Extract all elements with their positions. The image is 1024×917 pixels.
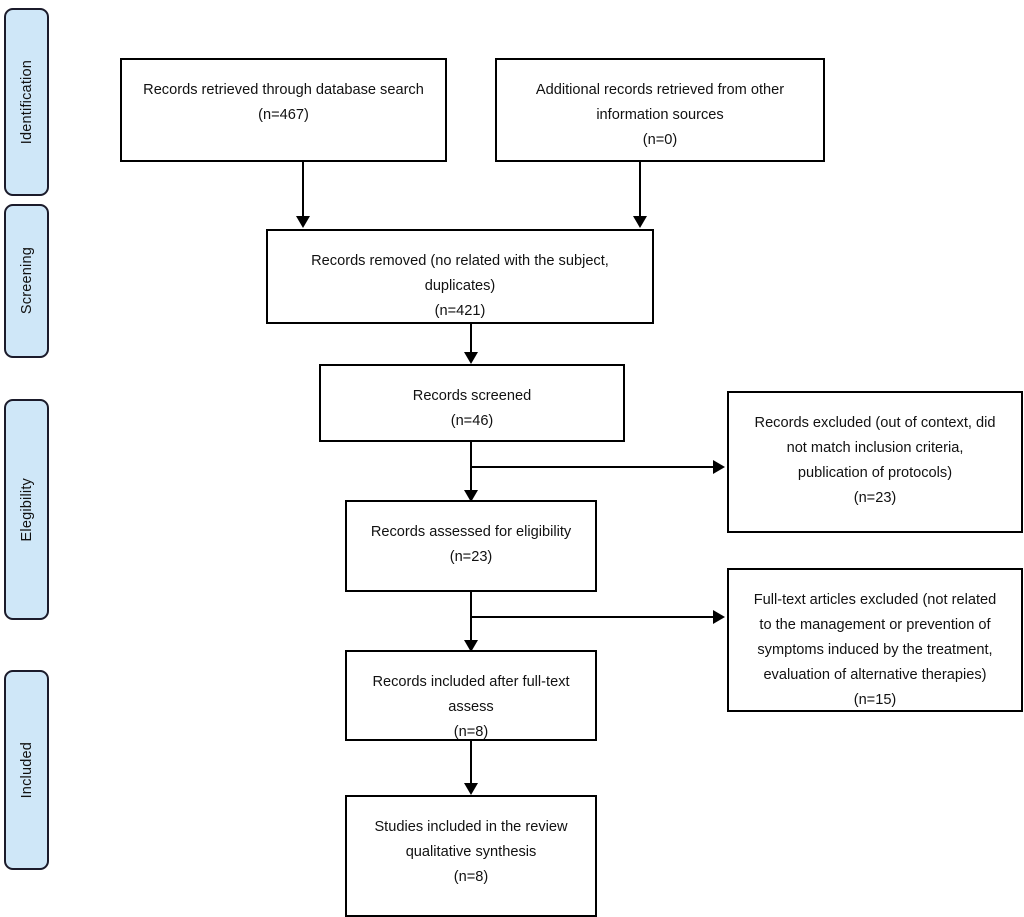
box-line: (n=421) bbox=[434, 303, 486, 320]
phase-identification-label: Identification bbox=[18, 59, 35, 145]
connector-included-to-studies-arrow bbox=[464, 783, 478, 795]
box-line: Records removed (no related with the sub… bbox=[311, 253, 609, 269]
connector-removed-to-screened-line bbox=[470, 322, 472, 354]
box-line: (n=8) bbox=[453, 724, 489, 741]
connector-other-to-removed-line bbox=[639, 160, 641, 218]
box-records-retrieved-database: Records retrieved through database searc… bbox=[120, 58, 447, 162]
box-line: Additional records retrieved from other bbox=[535, 82, 785, 98]
phase-eligibility: Elegibility bbox=[4, 399, 49, 620]
box-line: not match inclusion criteria, bbox=[786, 440, 964, 457]
phase-included-label: Included bbox=[18, 741, 35, 799]
connector-assessed-to-fulltext-excluded-arrow bbox=[713, 610, 725, 624]
box-records-included-after-full-text: Records included after full-text assess … bbox=[345, 650, 597, 741]
box-line: (n=23) bbox=[853, 490, 897, 507]
connector-assessed-to-fulltext-excluded-line bbox=[470, 616, 715, 618]
box-line: Records screened bbox=[412, 388, 532, 404]
box-line: Studies included in the review bbox=[374, 819, 568, 835]
box-line: Records retrieved through database searc… bbox=[143, 82, 424, 98]
connector-included-to-studies-line bbox=[470, 741, 472, 785]
connector-screened-to-excluded-arrow bbox=[713, 460, 725, 474]
box-line: (n=23) bbox=[449, 549, 493, 566]
box-line: Records assessed for eligibility bbox=[370, 524, 572, 540]
box-records-assessed-eligibility: Records assessed for eligibility (n=23) bbox=[345, 500, 597, 592]
box-line: qualitative synthesis bbox=[405, 844, 537, 861]
box-line: Full-text articles excluded (not related bbox=[753, 592, 997, 608]
connector-other-to-removed-arrow bbox=[633, 216, 647, 228]
phase-screening-label: Screening bbox=[18, 247, 35, 315]
box-line: symptoms induced by the treatment, bbox=[757, 642, 993, 659]
box-line: (n=467) bbox=[258, 107, 309, 124]
box-additional-records-other-sources: Additional records retrieved from other … bbox=[495, 58, 825, 162]
connector-database-to-removed-line bbox=[302, 160, 304, 218]
box-line: (n=15) bbox=[853, 692, 897, 709]
phase-eligibility-label: Elegibility bbox=[18, 477, 35, 542]
box-line: to the management or prevention of bbox=[759, 617, 991, 634]
box-line: (n=0) bbox=[642, 132, 678, 149]
connector-database-to-removed-arrow bbox=[296, 216, 310, 228]
box-line: publication of protocols) bbox=[797, 465, 953, 482]
box-full-text-articles-excluded: Full-text articles excluded (not related… bbox=[727, 568, 1023, 712]
connector-removed-to-screened-arrow bbox=[464, 352, 478, 364]
connector-assessed-to-included-arrow bbox=[464, 640, 478, 652]
box-line: Records excluded (out of context, did bbox=[754, 415, 996, 431]
box-records-excluded: Records excluded (out of context, did no… bbox=[727, 391, 1023, 533]
box-line: evaluation of alternative therapies) bbox=[763, 667, 987, 684]
phase-screening: Screening bbox=[4, 204, 49, 358]
connector-screened-to-excluded-line bbox=[470, 466, 715, 468]
connector-screened-to-assessed-arrow bbox=[464, 490, 478, 502]
box-line: duplicates) bbox=[424, 278, 496, 295]
box-line: information sources bbox=[596, 107, 724, 124]
box-records-screened: Records screened (n=46) bbox=[319, 364, 625, 442]
box-line: Records included after full-text bbox=[372, 674, 570, 690]
box-line: (n=8) bbox=[453, 869, 489, 886]
box-records-removed: Records removed (no related with the sub… bbox=[266, 229, 654, 324]
box-studies-included-review: Studies included in the review qualitati… bbox=[345, 795, 597, 917]
phase-identification: Identification bbox=[4, 8, 49, 196]
box-line: (n=46) bbox=[450, 413, 494, 430]
box-line: assess bbox=[448, 699, 494, 716]
phase-included: Included bbox=[4, 670, 49, 870]
